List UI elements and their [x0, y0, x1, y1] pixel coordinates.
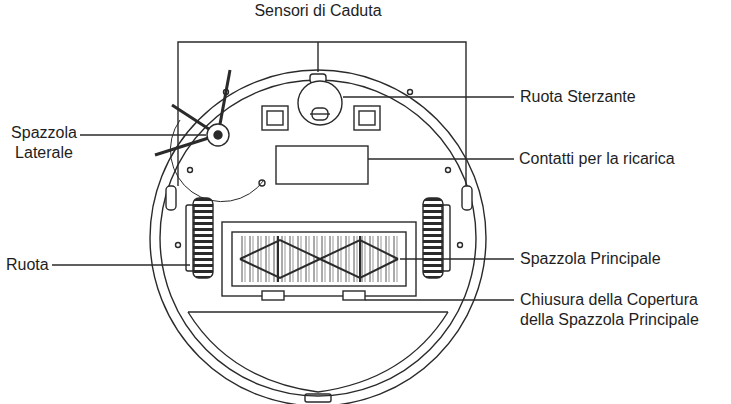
- part-label: Spazzola Principale: [520, 249, 720, 269]
- part-label: Ruota: [6, 255, 52, 275]
- part-label: Chiusura della Copertura della Spazzola …: [520, 290, 725, 330]
- part-label: Contatti per la ricarica: [519, 149, 727, 169]
- part-label: Sensori di Caduta: [218, 1, 418, 21]
- part-label: Spazzola Laterale: [4, 123, 84, 163]
- part-label: Ruota Sterzante: [520, 87, 720, 107]
